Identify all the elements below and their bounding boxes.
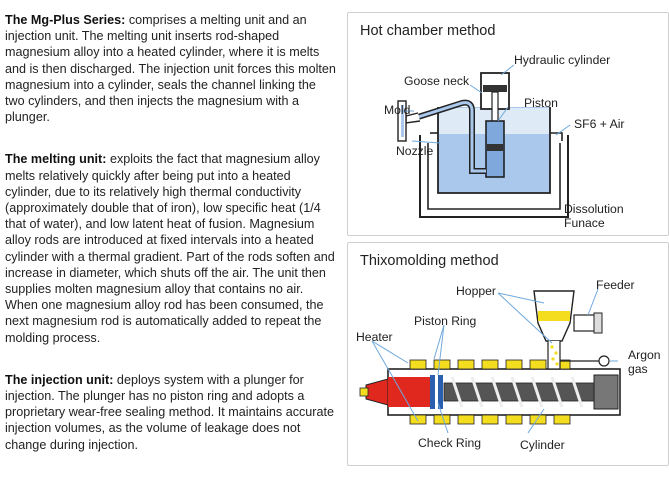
melt-pool <box>388 377 430 407</box>
furnace-inner-wall <box>427 143 561 210</box>
thixomolding-title: Thixomolding method <box>360 253 499 269</box>
label-cylinder: Cylinder <box>520 438 565 452</box>
label-mold: Mold <box>384 103 410 117</box>
label-sf6-air: SF6 + Air <box>574 117 624 131</box>
label-dissolution: Dissolution <box>564 202 624 216</box>
paragraph-body: exploits the fact that magnesium alloy m… <box>5 152 335 345</box>
nozzle-tip <box>359 387 369 397</box>
hot-leader-lines <box>402 64 571 144</box>
thixo-leader-lines <box>371 288 618 434</box>
drive-unit <box>593 374 619 410</box>
hot-chamber-title: Hot chamber method <box>360 23 496 39</box>
hot-chamber-panel: Hot chamber method <box>347 12 669 236</box>
paragraph-body: deploys system with a plunger for inject… <box>5 372 334 452</box>
label-check-ring: Check Ring <box>418 436 481 450</box>
mold-inner <box>401 105 404 137</box>
argon-valve-icon <box>598 355 610 367</box>
screw-flights <box>450 376 584 408</box>
paragraph-title: The injection unit: <box>5 372 114 387</box>
label-nozzle: Nozzle <box>396 144 433 158</box>
text-column: The Mg-Plus Series: comprises a melting … <box>5 12 338 479</box>
label-heater: Heater <box>356 330 393 344</box>
thixomolding-diagram: Hopper Feeder Piston Ring Heater Argon g… <box>356 278 661 452</box>
label-funace: Funace <box>564 216 605 230</box>
piston <box>487 144 503 151</box>
paragraph-mg-plus: The Mg-Plus Series: comprises a melting … <box>5 12 338 125</box>
feeder-cap <box>593 312 603 334</box>
label-argon: Argon <box>628 348 661 362</box>
label-hydraulic-cylinder: Hydraulic cylinder <box>514 53 610 67</box>
paragraph-title: The melting unit: <box>5 152 107 167</box>
hot-chamber-diagram: Hydraulic cylinder Goose neck Mold Pisto… <box>384 53 624 230</box>
nozzle-red <box>365 378 389 406</box>
check-ring-part-2 <box>438 375 443 409</box>
label-hopper: Hopper <box>456 284 496 298</box>
goose-neck-channel <box>417 101 486 173</box>
falling-pellets <box>550 345 559 366</box>
thixomolding-panel: Thixomolding method <box>347 242 669 466</box>
label-piston: Piston <box>524 96 558 110</box>
check-ring-part <box>430 375 435 409</box>
hopper-pellets <box>538 311 570 321</box>
paragraph-title: The Mg-Plus Series: <box>5 13 126 27</box>
heater-bands <box>409 359 571 425</box>
paragraph-injection-unit: The injection unit: deploys system with … <box>5 372 338 453</box>
label-goose-neck: Goose neck <box>404 74 470 88</box>
hydraulic-piston-head <box>483 85 507 92</box>
paragraph-melting-unit: The melting unit: exploits the fact that… <box>5 151 338 345</box>
label-feeder: Feeder <box>596 278 635 292</box>
pot-rim-right <box>550 132 563 141</box>
label-gas: gas <box>628 362 648 376</box>
label-piston-ring: Piston Ring <box>414 314 476 328</box>
paragraph-body: comprises a melting unit and an injectio… <box>5 13 336 125</box>
